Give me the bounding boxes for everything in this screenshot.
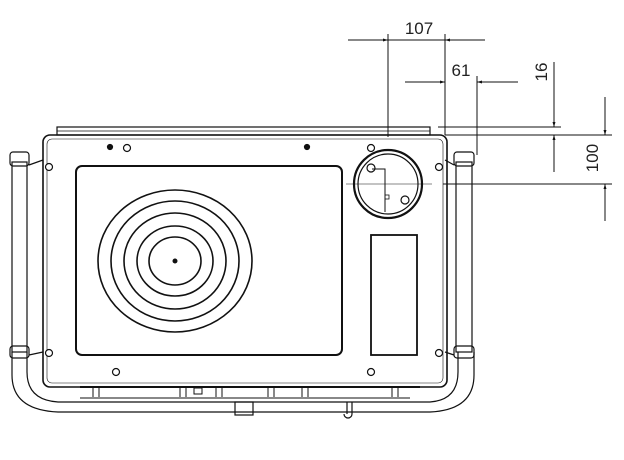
dimension-107: 107 bbox=[405, 19, 433, 38]
center-foot bbox=[234, 401, 254, 416]
hinge-top-left bbox=[9, 151, 30, 167]
hinge-bottom-left bbox=[9, 345, 30, 359]
hinge-bottom-right bbox=[453, 345, 475, 359]
dimension-61: 61 bbox=[452, 61, 471, 80]
hotplate-center bbox=[172, 258, 178, 264]
stove-body bbox=[42, 126, 448, 399]
dimension-100: 100 bbox=[583, 144, 602, 172]
control-window bbox=[370, 234, 418, 356]
hotplate-rings bbox=[97, 189, 253, 333]
dimension-lines bbox=[348, 34, 612, 221]
flue-outlet bbox=[346, 148, 432, 220]
carry-frame bbox=[9, 151, 475, 419]
screws bbox=[44, 143, 444, 377]
dimension-16: 16 bbox=[532, 63, 551, 82]
hotplate-panel bbox=[75, 165, 343, 356]
hinge-top-right bbox=[453, 151, 475, 167]
